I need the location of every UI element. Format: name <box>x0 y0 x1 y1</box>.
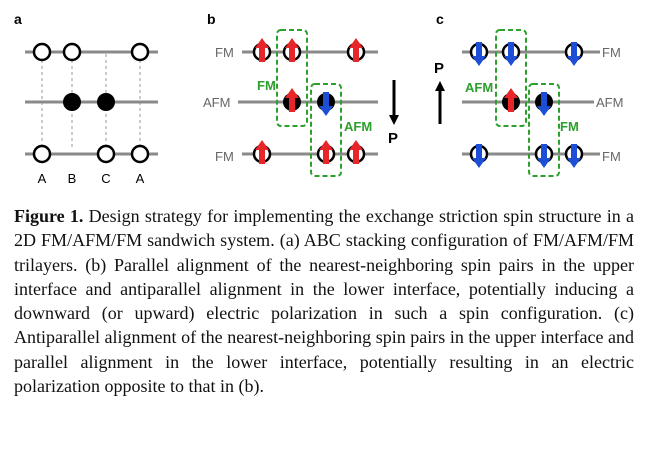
figure-caption: Figure 1. Design strategy for implementi… <box>14 204 634 398</box>
layer-label-fm-bottom: FM <box>215 149 234 164</box>
layer-label-fm-top: FM <box>215 45 234 60</box>
spin-up-icon <box>283 88 301 112</box>
panel-a-letter: a <box>14 11 22 27</box>
atom-open <box>62 42 82 62</box>
column-label-c: C <box>101 171 110 186</box>
atom-open <box>130 144 150 164</box>
panel-c-letter: c <box>436 11 444 27</box>
column-label-b: B <box>68 171 77 186</box>
spin-down-icon <box>564 42 584 66</box>
atom-filled <box>97 93 115 111</box>
spin-down-icon <box>564 144 584 168</box>
panel-b-polarization-label: P <box>388 130 398 147</box>
panel-c-boxes <box>495 29 560 177</box>
panel-a-layer-lines <box>25 50 158 156</box>
atom-open <box>32 42 52 62</box>
atom-open <box>32 144 52 164</box>
spin-down-icon <box>469 42 489 66</box>
panel-c: c P FM AFM FM AFM FM <box>434 11 623 177</box>
spin-down-icon <box>535 92 553 116</box>
panel-b-box-label-afm: AFM <box>344 119 372 134</box>
layer-label-afm: AFM <box>596 95 623 110</box>
spin-up-icon <box>316 140 336 164</box>
figure-1-schematic: a A B C <box>14 11 623 186</box>
panel-c-box-label-fm: FM <box>560 119 579 134</box>
spin-down-icon <box>534 144 554 168</box>
atom-open <box>96 144 116 164</box>
panel-a-top-atoms <box>32 42 150 62</box>
panel-c-polarization-label: P <box>434 60 444 77</box>
caption-text: Design strategy for implementing the exc… <box>14 206 634 397</box>
panel-a-middle-atoms <box>63 93 115 111</box>
layer-label-afm: AFM <box>203 95 230 110</box>
panel-b-box-label-fm: FM <box>257 78 276 93</box>
spin-up-icon <box>346 140 366 164</box>
layer-label-fm-bottom: FM <box>602 149 621 164</box>
column-label-a1: A <box>38 171 47 186</box>
caption-title: Figure 1. <box>14 206 84 226</box>
spin-down-icon <box>501 42 521 66</box>
spin-up-icon <box>346 38 366 62</box>
atom-filled <box>63 93 81 111</box>
column-label-a2: A <box>136 171 145 186</box>
panel-b: b FM AFM FM FM AFM <box>203 11 399 177</box>
panel-c-layer-lines <box>462 50 600 156</box>
spin-down-icon <box>469 144 489 168</box>
spin-up-icon <box>252 140 272 164</box>
panel-b-boxes <box>276 29 342 177</box>
atom-open <box>130 42 150 62</box>
panel-b-letter: b <box>207 11 216 27</box>
spin-up-icon <box>502 88 520 112</box>
panel-a: a A B C <box>14 11 158 186</box>
spin-down-icon <box>317 92 335 116</box>
panel-c-box-label-afm: AFM <box>465 80 493 95</box>
panel-a-bottom-atoms <box>32 144 150 164</box>
layer-label-fm-top: FM <box>602 45 621 60</box>
spin-up-icon <box>252 38 272 62</box>
spin-up-icon <box>282 38 302 62</box>
